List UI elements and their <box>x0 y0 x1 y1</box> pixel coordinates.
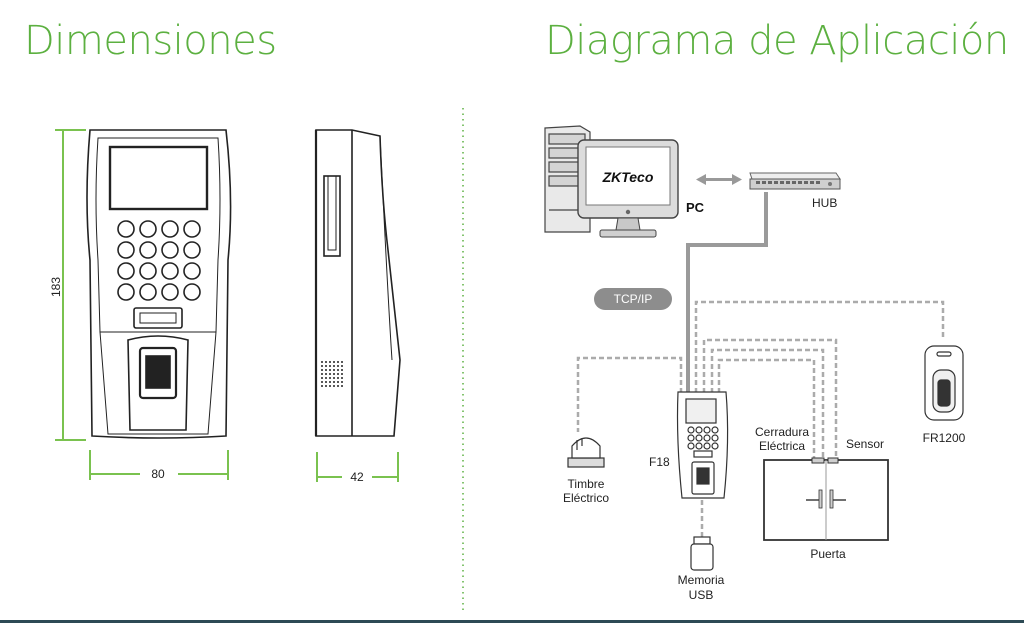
depth-dimension <box>316 452 399 482</box>
dashed-wiring <box>576 300 945 540</box>
tcpip-label: TCP/IP <box>614 292 653 306</box>
f18-label: F18 <box>649 455 670 469</box>
fr1200-reader-icon <box>924 345 964 421</box>
pc-hub-link <box>696 174 742 185</box>
usb-label-line2: USB <box>689 588 714 602</box>
pc-monitor-icon: ZKTeco <box>577 139 679 238</box>
width-label: 80 <box>151 467 165 481</box>
depth-label: 42 <box>350 470 364 484</box>
fr1200-label: FR1200 <box>923 431 966 445</box>
brand-logo: ZKTeco <box>602 169 654 185</box>
bell-icon <box>567 437 605 468</box>
keypad <box>117 220 201 301</box>
pc-label: PC <box>686 200 705 215</box>
bottom-border <box>0 620 1024 623</box>
usb-label-line1: Memoria <box>678 573 725 587</box>
lock-label-line1: Cerradura <box>755 425 809 439</box>
network-cable <box>686 192 768 393</box>
height-label: 183 <box>49 277 63 297</box>
tcpip-badge <box>594 288 672 310</box>
door-icon <box>763 457 889 541</box>
dimensions-title: Dimensiones <box>24 18 277 64</box>
bell-label-line2: Eléctrico <box>563 491 609 505</box>
bell-label-line1: Timbre <box>568 477 605 491</box>
height-dimension <box>55 129 86 441</box>
application-diagram-title: Diagrama de Aplicación <box>545 18 1009 64</box>
sensor-label: Sensor <box>846 437 884 451</box>
device-front-view <box>86 129 232 439</box>
width-dimension <box>89 450 229 480</box>
hub-icon <box>749 172 841 190</box>
usb-icon <box>690 536 714 571</box>
hub-label: HUB <box>812 196 837 210</box>
f18-device-icon <box>676 391 729 499</box>
lock-label-line2: Eléctrica <box>759 439 805 453</box>
device-side-view <box>314 129 401 437</box>
door-label: Puerta <box>810 547 846 561</box>
